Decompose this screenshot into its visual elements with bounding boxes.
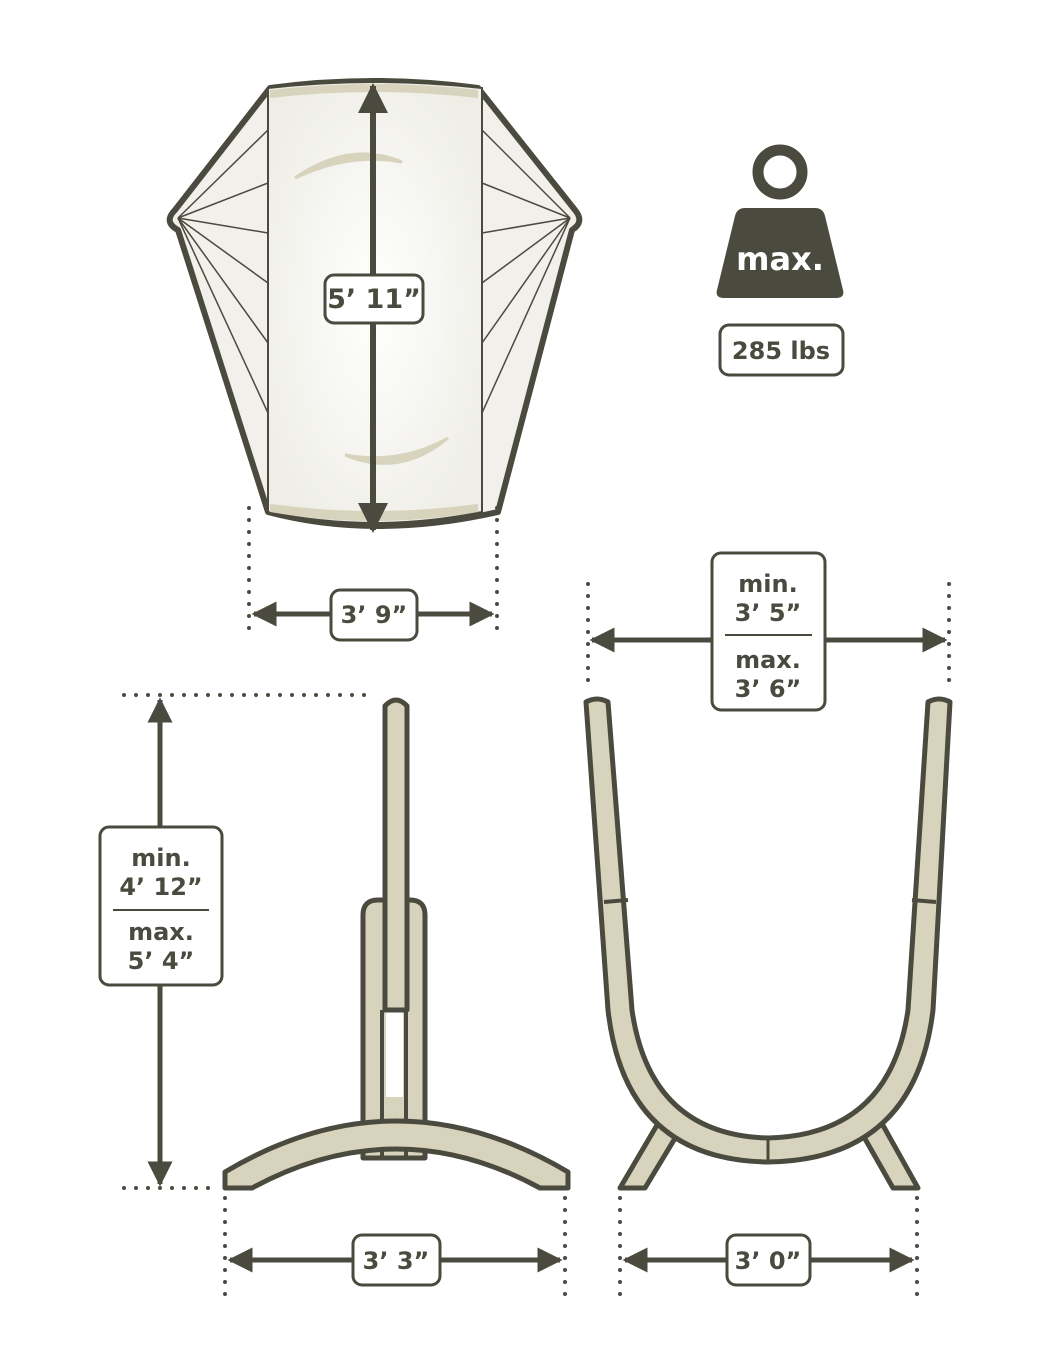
stand-pole [382, 697, 410, 1013]
stand-width-box [710, 551, 827, 712]
height-box [98, 825, 224, 987]
stand-front-view [583, 696, 953, 1191]
stand-height-dimension: min. 4’ 12” max. 5’ 4” [98, 693, 374, 1190]
side-base-dimension: 3’ 3” [223, 1196, 567, 1302]
side-base-label: 3’ 3” [363, 1247, 430, 1275]
stand-width-dimension: min. 3’ 5” max. 3’ 6” [586, 551, 951, 712]
stand-u-frame [583, 696, 953, 1165]
max-weight-icon: max. 285 lbs [716, 144, 845, 377]
weight-body-icon [716, 208, 844, 298]
length-label: 5’ 11” [327, 284, 421, 315]
front-base-box [725, 1233, 812, 1287]
width-label: 3’ 9” [341, 601, 408, 629]
fabric-fold [294, 152, 403, 180]
min-label: min. [131, 844, 190, 872]
side-base-box [351, 1233, 442, 1287]
max-label: max. [128, 918, 194, 946]
front-base-dimension: 3’ 0” [618, 1196, 919, 1302]
max-value: 5’ 4” [128, 947, 195, 975]
capacity-label: 285 lbs [732, 337, 830, 365]
min-value: 3’ 5” [735, 599, 802, 627]
hammock-width-dimension: 3’ 9” [247, 506, 499, 642]
min-label: min. [738, 570, 797, 598]
width-label-box [329, 588, 419, 642]
weight-icon-label: max. [736, 240, 824, 278]
stand-base-arc [222, 1118, 571, 1191]
stand-side-view [222, 697, 571, 1191]
length-label-box [323, 273, 425, 325]
max-value: 3’ 6” [735, 675, 802, 703]
capacity-box [718, 323, 845, 377]
max-label: max. [735, 646, 801, 674]
suspension-strings-left [177, 129, 269, 414]
hammock-top-view: 5’ 11” [166, 78, 583, 533]
front-base-label: 3’ 0” [735, 1247, 802, 1275]
weight-ring-icon [752, 144, 808, 200]
suspension-strings-right [481, 129, 571, 414]
min-value: 4’ 12” [119, 873, 202, 901]
